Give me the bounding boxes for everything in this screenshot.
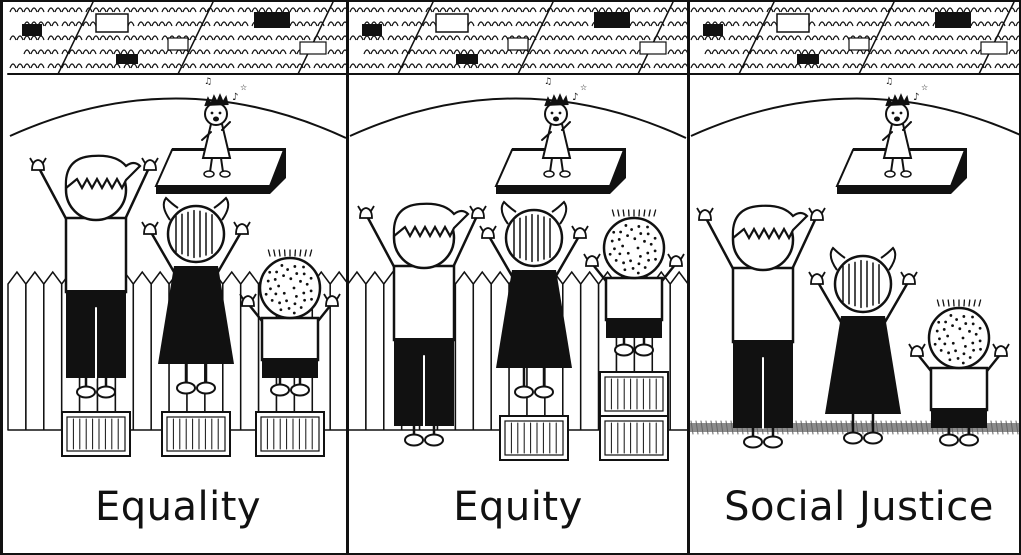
panel-divider [1019, 0, 1021, 555]
frame-top [0, 0, 1021, 2]
crate-box [161, 411, 231, 457]
stage-platform [835, 148, 967, 194]
small-child [583, 209, 685, 357]
caption-equality: Equality [94, 484, 262, 530]
panel-divider [0, 0, 3, 555]
tall-child [29, 154, 159, 399]
stage-platform [154, 148, 286, 194]
panel-1: ♪ ♫ ☆ [7, 0, 363, 555]
svg-text:♫: ♫ [885, 77, 893, 87]
svg-text:☆: ☆ [240, 83, 247, 92]
field-arc [690, 97, 1021, 137]
panel-divider [687, 0, 690, 555]
caption-social-justice: Social Justice [724, 484, 994, 530]
svg-text:♫: ♫ [204, 77, 212, 87]
frame-bottom [0, 553, 1021, 555]
small-child [908, 299, 1010, 447]
small-child [239, 249, 341, 397]
performer: ♪ ♫ ☆ [541, 77, 587, 178]
svg-text:♪: ♪ [913, 92, 919, 103]
crate-box [499, 415, 569, 461]
crate-box [255, 411, 325, 457]
field-arc [349, 97, 687, 139]
caption-equity: Equity [453, 484, 583, 530]
middle-child [479, 200, 589, 399]
svg-text:☆: ☆ [921, 83, 928, 92]
panel-divider [346, 0, 349, 555]
svg-text:♫: ♫ [544, 77, 552, 87]
stage-platform [494, 148, 626, 194]
crate-box [599, 371, 669, 417]
field-arc [9, 97, 347, 139]
crate-box [61, 411, 131, 457]
panel-2: ♪ ♫ ☆ [347, 0, 703, 555]
tall-child [357, 202, 487, 447]
middle-child [808, 246, 918, 445]
performer: ♪ ♫ ☆ [201, 77, 247, 178]
svg-text:♪: ♪ [572, 92, 578, 103]
tall-child [696, 204, 826, 449]
panel-3: ♪ ♫ ☆ [688, 0, 1021, 555]
svg-text:♪: ♪ [232, 92, 238, 103]
middle-child [141, 196, 251, 395]
crate-box [599, 415, 669, 461]
svg-text:☆: ☆ [580, 83, 587, 92]
performer: ♪ ♫ ☆ [882, 77, 928, 178]
